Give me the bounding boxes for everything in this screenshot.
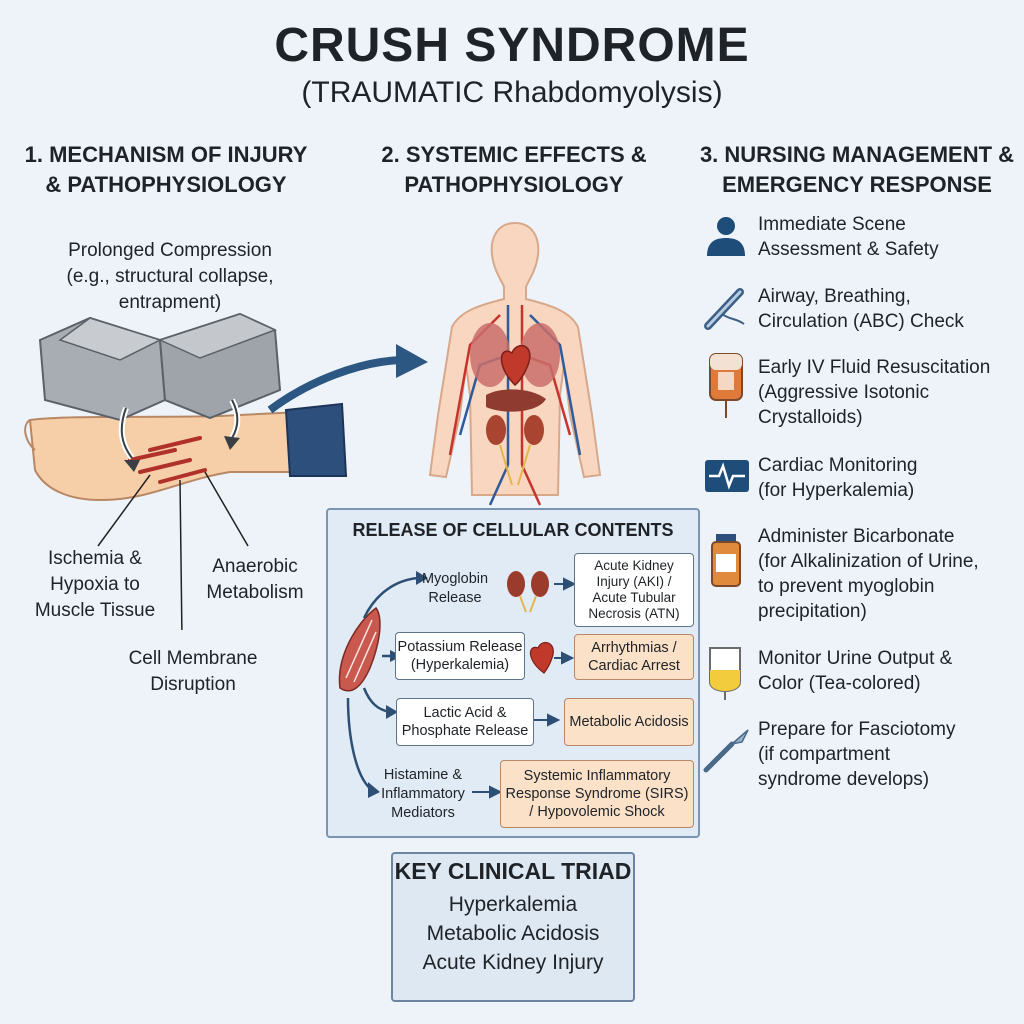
mgmt-item-bicarbonate: Administer Bicarbonate (for Alkalinizati… bbox=[758, 526, 979, 622]
potassium-box: Potassium Release (Hyperkalemia) bbox=[395, 632, 525, 680]
kidney-icon bbox=[507, 571, 525, 597]
injury-marks bbox=[128, 436, 207, 484]
iv-bag-icon bbox=[709, 353, 743, 418]
triad-item-acidosis: Metabolic Acidosis bbox=[426, 922, 600, 945]
aki-box: Acute Kidney Injury (AKI) / Acute Tubula… bbox=[574, 553, 694, 627]
column-heading-management: 3. NURSING MANAGEMENT & EMERGENCY RESPON… bbox=[699, 142, 1015, 197]
muscle-icon bbox=[338, 606, 381, 692]
triad-item-hyperkalemia: Hyperkalemia bbox=[448, 893, 578, 916]
acidosis-box: Metabolic Acidosis bbox=[564, 698, 694, 746]
clinical-triad-box bbox=[391, 852, 635, 1002]
heart-icon bbox=[529, 641, 554, 674]
kidney-right bbox=[524, 415, 544, 445]
triad-item-aki: Acute Kidney Injury bbox=[422, 951, 604, 974]
mgmt-item-urine-output: Monitor Urine Output & Color (Tea-colore… bbox=[758, 648, 953, 694]
lactic-box: Lactic Acid & Phosphate Release bbox=[396, 698, 534, 746]
clinical-triad-title: KEY CLINICAL TRIAD bbox=[394, 858, 632, 884]
arrow-to-body bbox=[396, 344, 428, 378]
lung-right bbox=[520, 323, 560, 387]
page-title: CRUSH SYNDROME bbox=[274, 19, 750, 72]
crush-illustration bbox=[24, 312, 428, 630]
arrow-histamine bbox=[368, 782, 380, 798]
trouser-shape bbox=[284, 402, 348, 477]
ischemia-text: Ischemia & Hypoxia to Muscle Tissue bbox=[34, 548, 156, 621]
mgmt-item-iv-fluids: Early IV Fluid Resuscitation (Aggressive… bbox=[758, 357, 991, 428]
person-icon bbox=[707, 217, 745, 256]
page-subtitle: (TRAUMATIC Rhabdomyolysis) bbox=[301, 76, 723, 109]
airway-tube-icon bbox=[704, 288, 745, 330]
histamine-label: Histamine & Inflammatory Mediators bbox=[381, 767, 465, 821]
heart bbox=[500, 344, 531, 387]
arrhythmia-box: Arrhythmias / Cardiac Arrest bbox=[574, 634, 694, 680]
lung-left bbox=[470, 323, 510, 387]
medicine-vial-icon bbox=[711, 534, 741, 587]
sirs-box: Systemic Inflammatory Response Syndrome … bbox=[500, 760, 694, 828]
anaerobic-text: Anaerobic Metabolism bbox=[206, 556, 304, 603]
membrane-text: Cell Membrane Disruption bbox=[128, 648, 258, 695]
compression-text: Prolonged Compression (e.g., structural … bbox=[66, 240, 274, 313]
scalpel-icon bbox=[703, 729, 749, 773]
mgmt-item-scene-assessment: Immediate Scene Assessment & Safety bbox=[758, 214, 939, 260]
column-heading-systemic: 2. SYSTEMIC EFFECTS & PATHOPHYSIOLOGY bbox=[381, 142, 647, 197]
mgmt-item-abc-check: Airway, Breathing, Circulation (ABC) Che… bbox=[758, 286, 964, 332]
human-body-illustration bbox=[428, 221, 602, 506]
liver bbox=[486, 389, 546, 412]
urine-bag-icon bbox=[709, 647, 741, 700]
arrow-lactic bbox=[386, 705, 398, 719]
kidney-left bbox=[486, 415, 506, 445]
mgmt-item-cardiac-monitoring: Cardiac Monitoring (for Hyperkalemia) bbox=[758, 455, 918, 501]
mgmt-item-fasciotomy: Prepare for Fasciotomy (if compartment s… bbox=[758, 719, 956, 790]
release-diagram bbox=[338, 571, 577, 799]
release-panel-title: RELEASE OF CELLULAR CONTENTS bbox=[352, 520, 674, 540]
myoglobin-label: Myoglobin Release bbox=[421, 571, 489, 606]
arrow-myoglobin bbox=[416, 571, 428, 585]
column-heading-mechanism: 1. MECHANISM OF INJURY & PATHOPHYSIOLOGY bbox=[24, 142, 308, 197]
cardiac-monitor-icon bbox=[705, 460, 749, 492]
leg-shape bbox=[28, 410, 301, 502]
